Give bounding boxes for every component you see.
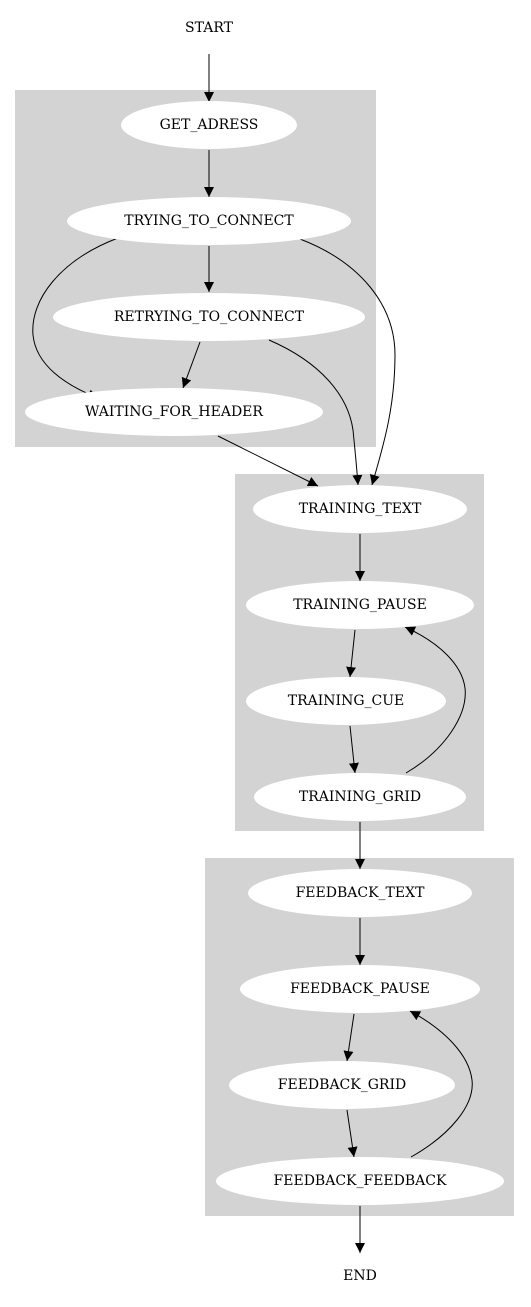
node-training-grid-label: TRAINING_GRID — [299, 789, 421, 805]
start-label: START — [185, 20, 234, 36]
edge-training-grid-to-pause — [404, 626, 466, 774]
edge-feedback-feedback-to-pause — [409, 1010, 473, 1158]
edge-trying-to-training-text — [299, 238, 396, 486]
node-retrying-to-connect-label: RETRYING_TO_CONNECT — [114, 309, 305, 325]
node-feedback-grid: FEEDBACK_GRID — [229, 1061, 455, 1109]
node-feedback-text-label: FEEDBACK_TEXT — [296, 885, 425, 901]
training-cluster — [235, 474, 484, 831]
node-waiting-for-header-label: WAITING_FOR_HEADER — [85, 404, 263, 420]
node-feedback-pause: FEEDBACK_PAUSE — [240, 965, 480, 1013]
node-get-adress-label: GET_ADRESS — [160, 117, 259, 133]
edge-retrying-to-waiting — [181, 341, 201, 389]
node-trying-to-connect: TRYING_TO_CONNECT — [67, 197, 351, 245]
node-training-pause-label: TRAINING_PAUSE — [293, 597, 427, 613]
edge-feedback-pause-to-grid — [343, 1013, 355, 1062]
edge-feedback-grid-to-feedback — [346, 1109, 358, 1158]
node-trying-to-connect-label: TRYING_TO_CONNECT — [124, 213, 294, 229]
edge-trying-to-waiting — [32, 237, 119, 399]
node-training-pause: TRAINING_PAUSE — [246, 581, 474, 629]
edge-training-pause-to-cue — [346, 629, 357, 678]
edges — [32, 54, 473, 1253]
node-waiting-for-header: WAITING_FOR_HEADER — [25, 388, 323, 436]
node-feedback-feedback: FEEDBACK_FEEDBACK — [216, 1157, 504, 1205]
node-feedback-text: FEEDBACK_TEXT — [248, 869, 472, 917]
node-feedback-pause-label: FEEDBACK_PAUSE — [290, 981, 430, 997]
end-label: END — [343, 1268, 377, 1284]
node-feedback-grid-label: FEEDBACK_GRID — [278, 1077, 406, 1093]
node-training-cue: TRAINING_CUE — [246, 677, 446, 725]
node-feedback-feedback-label: FEEDBACK_FEEDBACK — [274, 1173, 447, 1189]
node-training-text: TRAINING_TEXT — [253, 485, 467, 533]
node-retrying-to-connect: RETRYING_TO_CONNECT — [53, 293, 365, 341]
edge-waiting-to-training-text — [217, 435, 319, 487]
node-training-cue-label: TRAINING_CUE — [288, 693, 404, 709]
edge-retrying-to-training-text — [268, 339, 363, 486]
edge-training-cue-to-grid — [348, 725, 359, 774]
node-training-text-label: TRAINING_TEXT — [299, 501, 422, 517]
node-get-adress: GET_ADRESS — [121, 101, 297, 149]
feedback-cluster — [205, 858, 514, 1216]
node-training-grid: TRAINING_GRID — [254, 773, 466, 821]
